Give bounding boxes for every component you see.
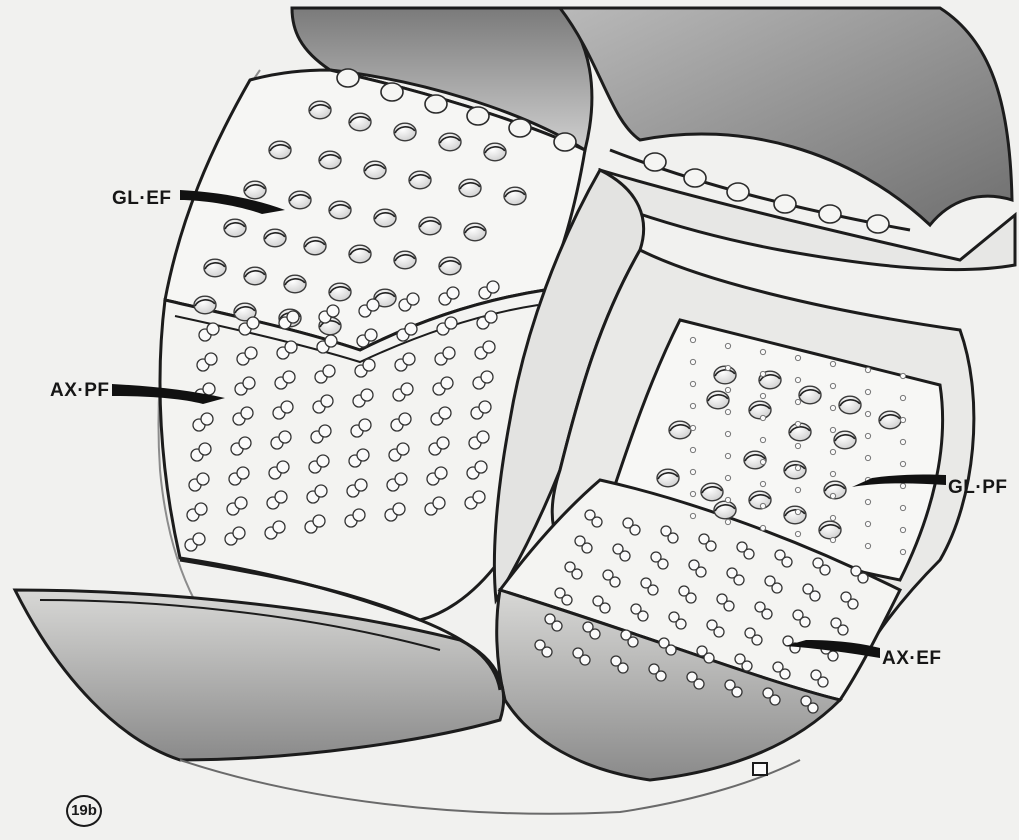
pit (394, 251, 416, 269)
pit (879, 411, 901, 429)
ridge-bead (467, 107, 489, 125)
pit (409, 171, 431, 189)
pit (504, 187, 526, 205)
direction-marker-icon (752, 762, 768, 776)
pit (364, 161, 386, 179)
pit (799, 386, 821, 404)
pit (349, 245, 371, 263)
ridge-bead (644, 153, 666, 171)
pit (329, 283, 351, 301)
pit (394, 123, 416, 141)
label-ax-ef: AX·EF (882, 648, 942, 670)
pit (707, 391, 729, 409)
pit (224, 219, 246, 237)
pit (349, 113, 371, 131)
ridge-bead (509, 119, 531, 137)
ridge-bead (774, 195, 796, 213)
pit (459, 179, 481, 197)
ridge-bead (727, 183, 749, 201)
pit (714, 366, 736, 384)
panel-number-badge: 19b (66, 795, 102, 827)
pit (439, 133, 461, 151)
label-gl-pf: GL·PF (948, 477, 1008, 499)
pit (244, 181, 266, 199)
pit (784, 506, 806, 524)
pit (374, 209, 396, 227)
pit (657, 469, 679, 487)
pit (194, 296, 216, 314)
pit (484, 143, 506, 161)
ridge-bead (337, 69, 359, 87)
pit (714, 501, 736, 519)
pit (701, 483, 723, 501)
pit (669, 421, 691, 439)
ridge-bead (381, 83, 403, 101)
pit (289, 191, 311, 209)
ridge-bead (425, 95, 447, 113)
pit (244, 267, 266, 285)
pit (264, 229, 286, 247)
pit (784, 461, 806, 479)
label-gl-ef: GL·EF (112, 188, 172, 210)
pit (329, 201, 351, 219)
pit (464, 223, 486, 241)
pit (284, 275, 306, 293)
pit (839, 396, 861, 414)
pit (749, 401, 771, 419)
label-ax-pf: AX·PF (50, 380, 110, 402)
pit (304, 237, 326, 255)
pit (309, 101, 331, 119)
ridge-bead (819, 205, 841, 223)
pit (439, 257, 461, 275)
pit (834, 431, 856, 449)
pit (204, 259, 226, 277)
pit (819, 521, 841, 539)
ridge-bead (867, 215, 889, 233)
pit (319, 151, 341, 169)
ridge-bead (684, 169, 706, 187)
ridge-bead (554, 133, 576, 151)
pit (419, 217, 441, 235)
pit (269, 141, 291, 159)
